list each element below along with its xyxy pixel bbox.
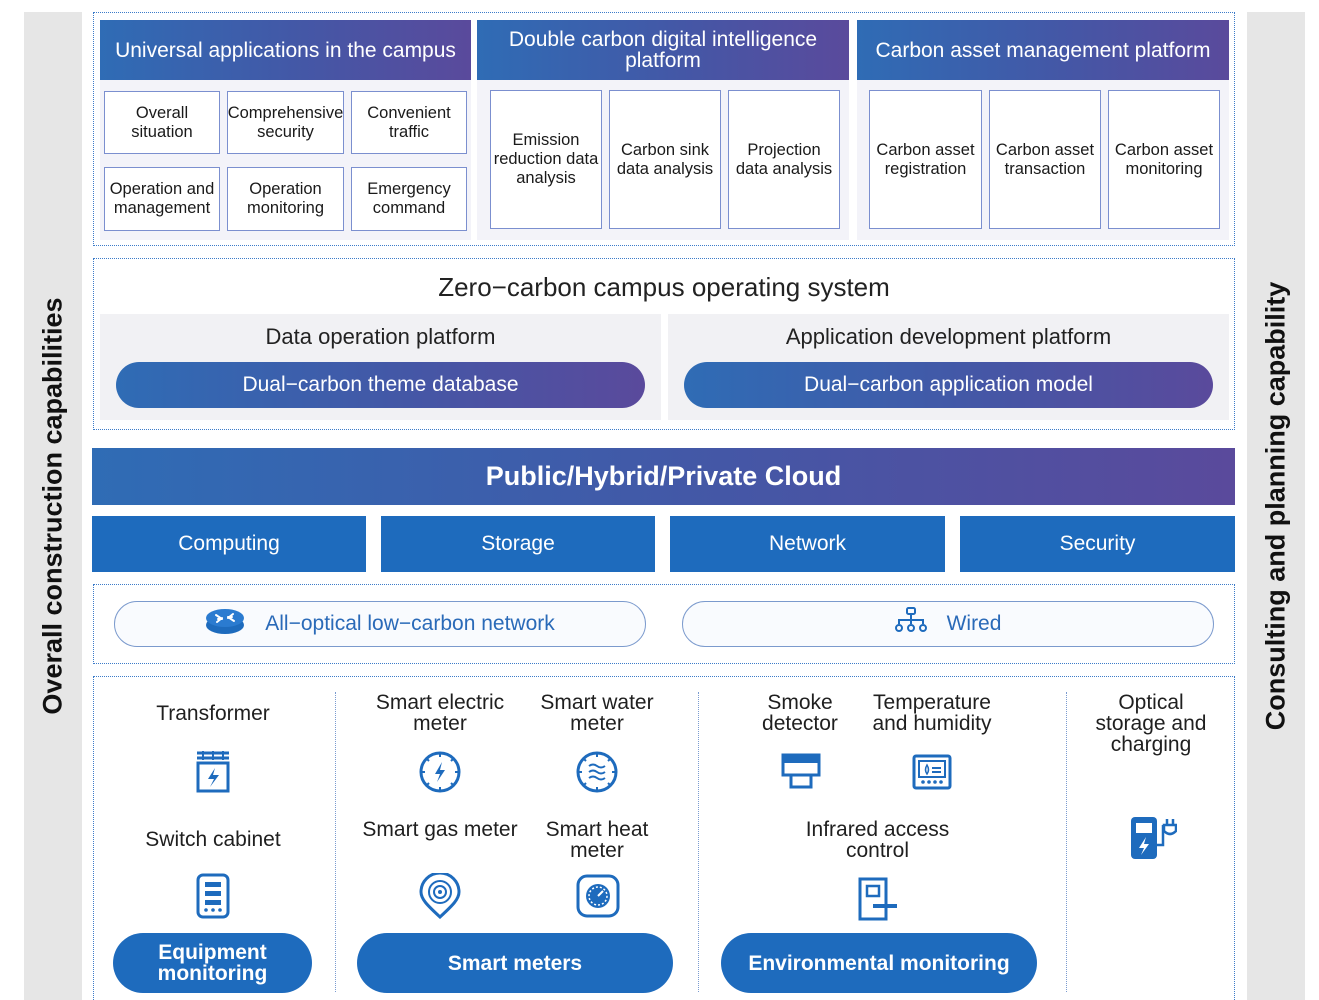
water-meter-icon: [575, 750, 619, 799]
temperature-humidity-label: Temperature and humidity: [872, 691, 992, 735]
switch-cabinet-label: Switch cabinet: [145, 828, 281, 851]
app-cell-emergency-command: Emergency command: [351, 167, 467, 231]
device-layer-frame: [93, 676, 1235, 1000]
network-layer-frame: [93, 584, 1235, 664]
category-equipment-monitoring: Equipment monitoring: [113, 933, 312, 993]
asset-cell-monitoring: Carbon asset monitoring: [1108, 90, 1220, 229]
optical-storage-label: Optical storage and charging: [1095, 691, 1207, 756]
category-smart-meters: Smart meters: [357, 933, 673, 993]
theme-database-pill: Dual−carbon theme database: [116, 362, 645, 408]
thermostat-icon: [912, 754, 952, 795]
platform-cell-projection: Projection data analysis: [728, 90, 840, 229]
data-operation-panel: Data operation platform Dual−carbon them…: [100, 314, 661, 420]
router-icon: [205, 607, 245, 641]
gas-meter-icon: [419, 871, 461, 924]
application-model-pill: Dual−carbon application model: [684, 362, 1213, 408]
asset-cell-transaction: Carbon asset transaction: [989, 90, 1101, 229]
data-operation-title: Data operation platform: [265, 324, 496, 349]
wired-label: Wired: [946, 612, 1002, 635]
switch-cabinet-icon: [196, 873, 230, 924]
app-development-panel: Application development platform Dual−ca…: [668, 314, 1229, 420]
cloud-banner: Public/Hybrid/Private Cloud: [92, 448, 1235, 505]
optical-network-label: All−optical low−carbon network: [265, 612, 555, 635]
left-side-bar: Overall construction capabilities: [24, 12, 82, 1000]
platform-cell-emission-reduction: Emission reduction data analysis: [490, 90, 602, 229]
water-meter-label: Smart water meter: [540, 691, 654, 735]
section-header-carbon-asset: Carbon asset management platform: [857, 20, 1229, 80]
platform-cell-carbon-sink: Carbon sink data analysis: [609, 90, 721, 229]
smoke-detector-icon: [781, 752, 821, 795]
charging-station-icon: [1129, 815, 1178, 866]
operating-system-frame: [93, 258, 1235, 430]
transformer-label: Transformer: [156, 702, 270, 725]
separator-2: [698, 692, 699, 992]
smoke-detector-label: Smoke detector: [762, 691, 838, 735]
app-cell-operation-management: Operation and management: [104, 167, 220, 231]
operating-system-title: Zero−carbon campus operating system: [438, 272, 890, 302]
infrared-access-label: Infrared access control: [805, 818, 950, 862]
infra-computing: Computing: [92, 516, 366, 572]
wired-network-pill: Wired: [682, 601, 1214, 647]
access-control-icon: [857, 876, 899, 927]
app-cell-operation-monitoring: Operation monitoring: [227, 167, 344, 231]
electric-meter-label: Smart electric meter: [375, 691, 505, 735]
gas-meter-label: Smart gas meter: [362, 818, 518, 841]
asset-cell-registration: Carbon asset registration: [869, 90, 982, 229]
separator-1: [335, 692, 336, 992]
app-development-title: Application development platform: [785, 324, 1112, 349]
section-header-double-carbon: Double carbon digital intelligence platf…: [477, 20, 849, 80]
separator-3: [1066, 692, 1067, 992]
heat-meter-icon: [576, 874, 620, 923]
infra-network: Network: [670, 516, 945, 572]
optical-network-pill: All−optical low−carbon network: [114, 601, 646, 647]
electric-meter-icon: [418, 750, 462, 799]
app-cell-comprehensive-security: Comprehensive security: [227, 91, 344, 154]
application-layer-frame: [93, 12, 1235, 246]
network-tree-icon: [894, 606, 927, 642]
heat-meter-label: Smart heat meter: [545, 818, 649, 862]
section-header-universal-apps: Universal applications in the campus: [100, 20, 471, 80]
app-cell-convenient-traffic: Convenient traffic: [351, 91, 467, 154]
right-side-label: Consulting and planning capability: [1260, 281, 1291, 731]
infra-security: Security: [960, 516, 1235, 572]
left-side-label: Overall construction capabilities: [37, 297, 68, 715]
infra-storage: Storage: [381, 516, 655, 572]
right-side-bar: Consulting and planning capability: [1247, 12, 1305, 1000]
app-cell-overall-situation: Overall situation: [104, 91, 220, 154]
category-environmental-monitoring: Environmental monitoring: [721, 933, 1037, 993]
transformer-icon: [193, 749, 233, 798]
